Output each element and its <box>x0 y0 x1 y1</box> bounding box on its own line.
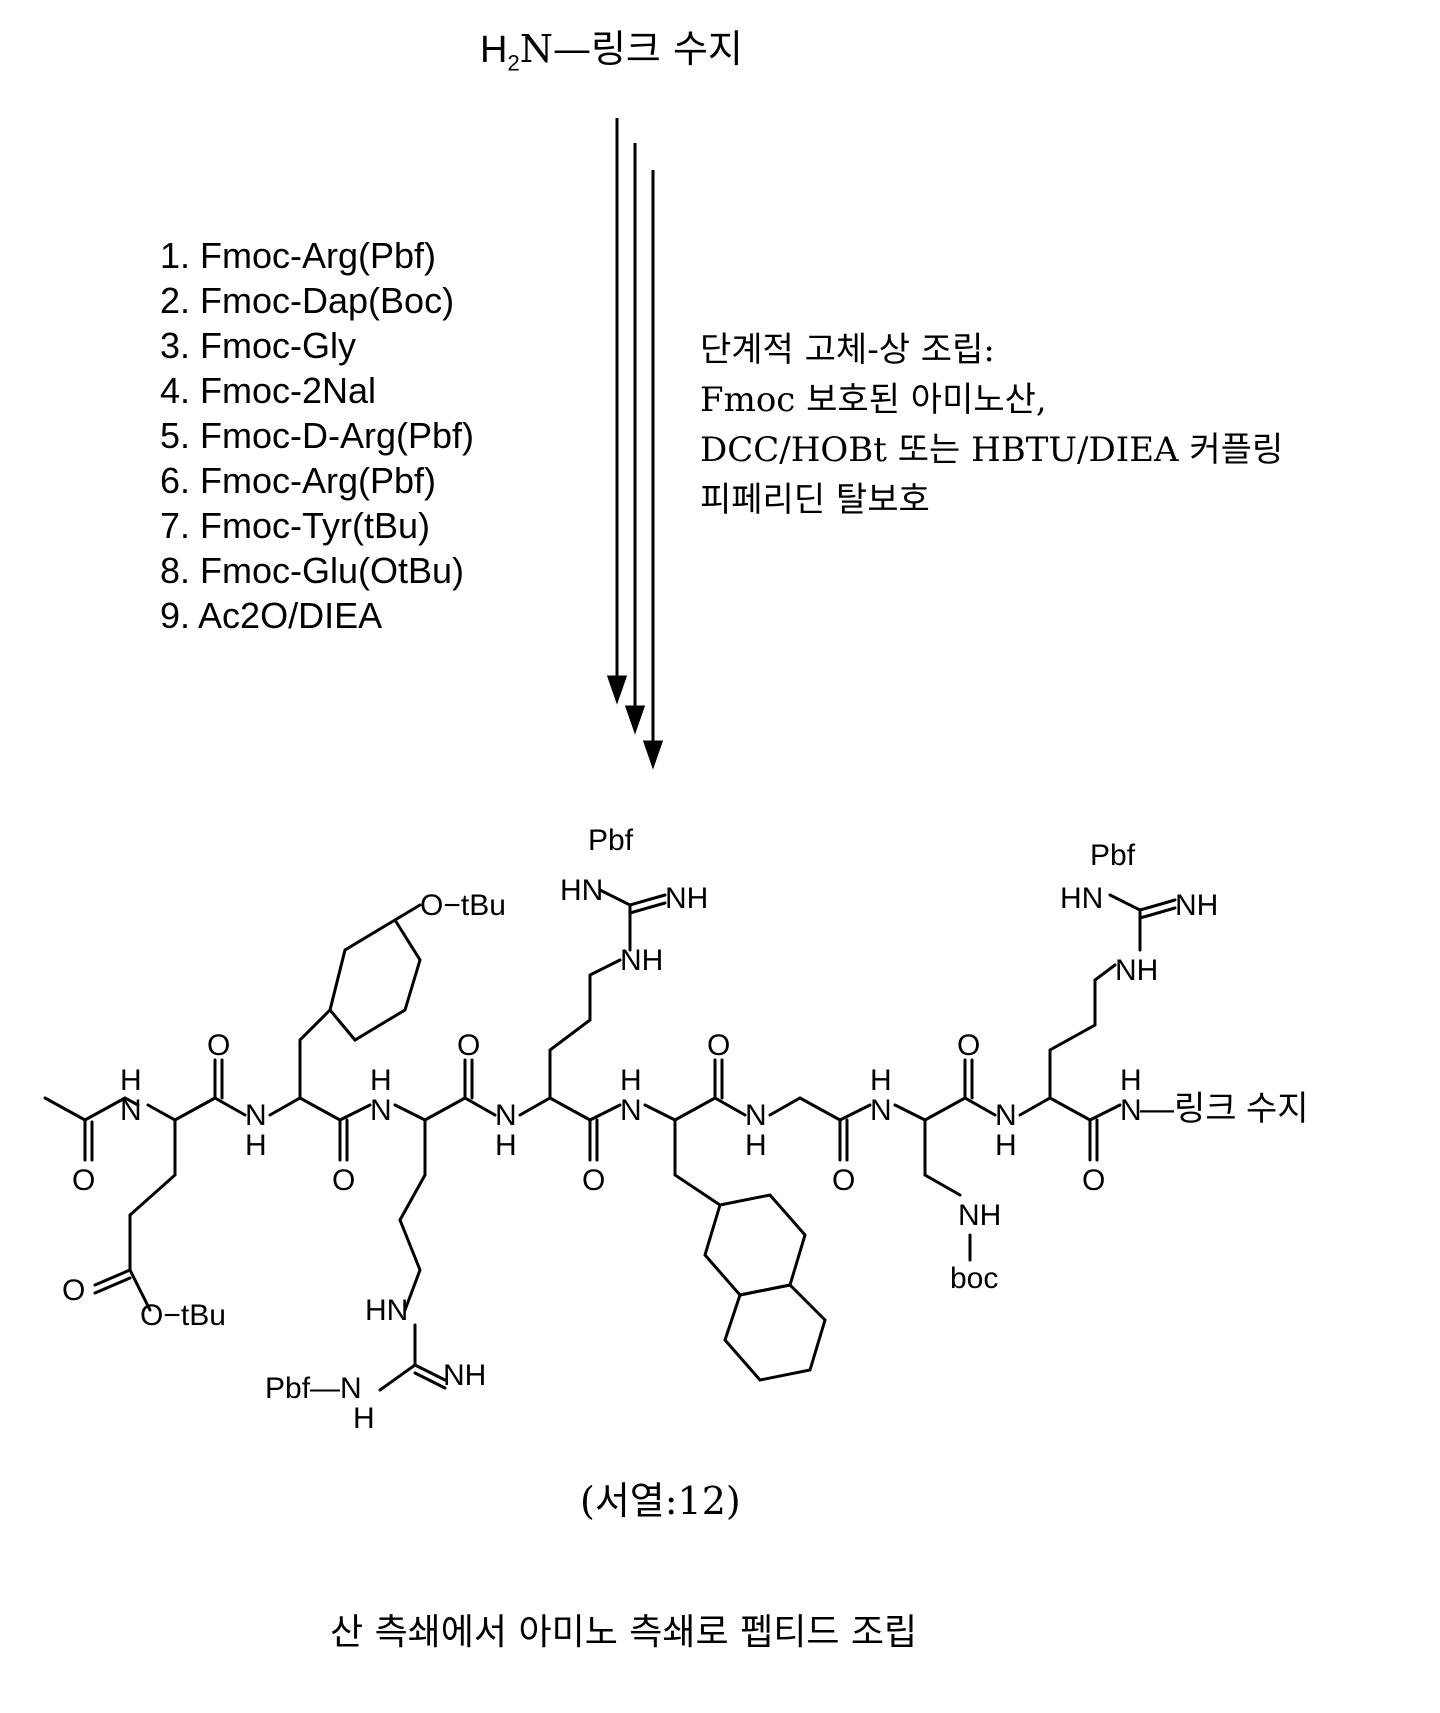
atom-o: O <box>1082 1164 1105 1197</box>
atom-h: H <box>870 1064 892 1097</box>
reaction-arrows <box>609 118 661 765</box>
dap-side-chain <box>925 1120 960 1195</box>
tyr-side-chain <box>300 1010 330 1098</box>
atom-n: N <box>120 1094 142 1127</box>
atom-o: O <box>582 1164 605 1197</box>
backbone-5 <box>645 1098 745 1120</box>
backbone-1 <box>148 1098 245 1120</box>
link-resin-label: —링크 수지 <box>1140 1090 1309 1128</box>
tyr-ring <box>330 920 420 1040</box>
backbone-7 <box>895 1098 995 1120</box>
atom-o: O <box>207 1029 230 1062</box>
nal-ring-2 <box>725 1285 825 1380</box>
atom-h: H <box>353 1402 375 1435</box>
arg-nh-label: NH <box>443 1359 486 1392</box>
glu-otbu-label: O−tBu <box>140 1299 226 1332</box>
atom-o: O <box>707 1029 730 1062</box>
atom-h: H <box>620 1064 642 1097</box>
atom-n: N <box>745 1099 767 1132</box>
tyr-otbu-label: O−tBu <box>420 889 506 922</box>
atom-n: N <box>1120 1094 1142 1127</box>
atom-o: O <box>62 1274 85 1307</box>
arg-upper-pbf-label: Pbf <box>588 824 634 857</box>
arg-right-hn-label: HN <box>1060 882 1103 915</box>
arg-lower-side-chain <box>400 1120 425 1310</box>
nal-ring-1 <box>705 1195 805 1295</box>
atom-n: N <box>620 1094 642 1127</box>
arg-right-nh-label: NH <box>1115 954 1158 987</box>
dap-nh-label: NH <box>958 1199 1001 1232</box>
atom-o: O <box>332 1164 355 1197</box>
figure-caption: 산 측쇄에서 아미노 측쇄로 펩티드 조립 <box>330 1603 917 1655</box>
atom-h: H <box>495 1129 517 1162</box>
atom-h: H <box>120 1064 142 1097</box>
backbone-8 <box>1020 1098 1120 1120</box>
atom-labels: H N O O N H O H N O N H O H N O N H O H … <box>62 824 1309 1435</box>
atom-h: H <box>745 1129 767 1162</box>
arg-right-nh-eq-label: NH <box>1175 889 1218 922</box>
atom-h: H <box>245 1129 267 1162</box>
arg-upper-nh-label: NH <box>620 944 663 977</box>
atom-n: N <box>245 1099 267 1132</box>
atom-n: N <box>870 1094 892 1127</box>
arg-pbf-n-label: Pbf—N <box>265 1372 362 1405</box>
backbone-4 <box>520 1098 620 1120</box>
arg-hn-label: HN <box>365 1294 408 1327</box>
atom-o: O <box>957 1029 980 1062</box>
atom-o: O <box>832 1164 855 1197</box>
arrow-head-2 <box>627 707 643 730</box>
glu-side-chain <box>130 1120 175 1310</box>
backbone-3 <box>395 1098 495 1120</box>
atom-n: N <box>370 1094 392 1127</box>
arg-right-pbf-label: Pbf <box>1090 839 1136 872</box>
atom-h: H <box>370 1064 392 1097</box>
atom-h: H <box>995 1129 1017 1162</box>
atom-o: O <box>457 1029 480 1062</box>
backbone-6 <box>770 1098 870 1120</box>
arrow-head-3 <box>645 742 661 765</box>
arg-upper-hn-label: HN <box>560 874 603 907</box>
backbone-2 <box>270 1098 370 1120</box>
arg-upper-nh-eq-label: NH <box>665 882 708 915</box>
dap-boc-label: boc <box>950 1262 998 1295</box>
sequence-label: (서열:12) <box>580 1470 741 1525</box>
nal-side-chain <box>675 1120 720 1205</box>
arg-upper-side-chain <box>550 960 620 1098</box>
atom-o: O <box>72 1164 95 1197</box>
atom-n: N <box>495 1099 517 1132</box>
atom-h: H <box>1120 1064 1142 1097</box>
atom-n: N <box>995 1099 1017 1132</box>
arg-right-side-chain <box>1050 965 1115 1098</box>
arrow-head-1 <box>609 677 625 700</box>
